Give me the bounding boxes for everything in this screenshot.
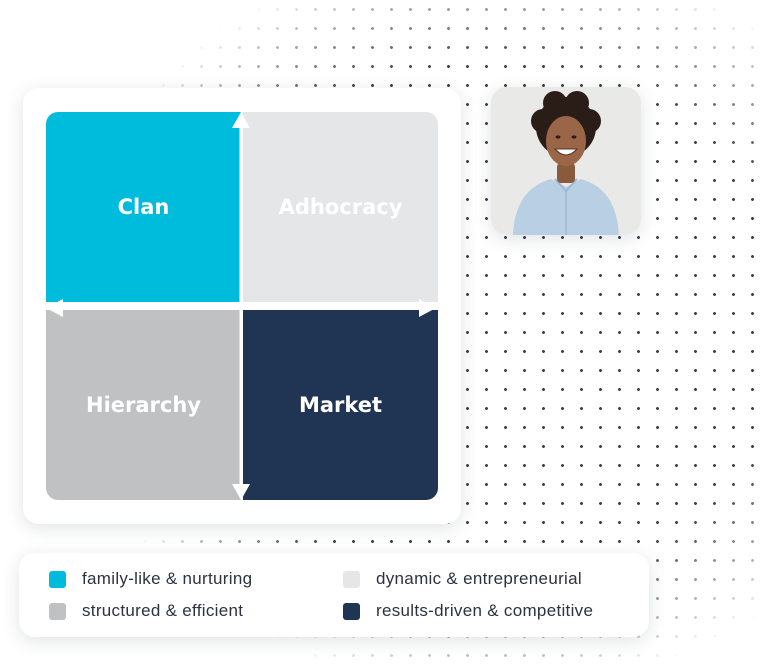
quadrant-clan: Clan — [46, 112, 241, 302]
quadrant-hierarchy-label: Hierarchy — [86, 393, 201, 417]
person-photo — [491, 87, 641, 235]
legend-swatch-clan — [49, 570, 66, 588]
quadrant-clan-label: Clan — [117, 195, 170, 219]
quadrant-market: Market — [243, 310, 438, 500]
legend-swatch-adhocracy — [343, 570, 360, 588]
legend-text-clan: family-like & nurturing — [82, 569, 253, 588]
legend-swatch-market — [343, 602, 360, 620]
legend-text-hierarchy: structured & efficient — [82, 601, 244, 620]
legend-item-clan: family-like & nurturing — [49, 569, 252, 589]
culture-matrix-card: Clan Adhocracy Hierarchy Market — [23, 88, 461, 524]
legend-item-hierarchy: structured & efficient — [49, 601, 243, 621]
legend-text-adhocracy: dynamic & entrepreneurial — [376, 569, 582, 588]
quadrant-hierarchy: Hierarchy — [46, 310, 241, 500]
legend-item-adhocracy: dynamic & entrepreneurial — [343, 569, 582, 589]
legend-text-market: results-driven & competitive — [376, 601, 594, 620]
legend-card: family-like & nurturing dynamic & entrep… — [19, 553, 649, 637]
quadrant-market-label: Market — [298, 393, 383, 417]
quadrant-adhocracy: Adhocracy — [243, 112, 438, 302]
legend-item-market: results-driven & competitive — [343, 601, 593, 621]
legend-swatch-hierarchy — [49, 602, 66, 620]
person-photo-icon — [491, 87, 641, 235]
quadrant-adhocracy-label: Adhocracy — [278, 195, 403, 219]
